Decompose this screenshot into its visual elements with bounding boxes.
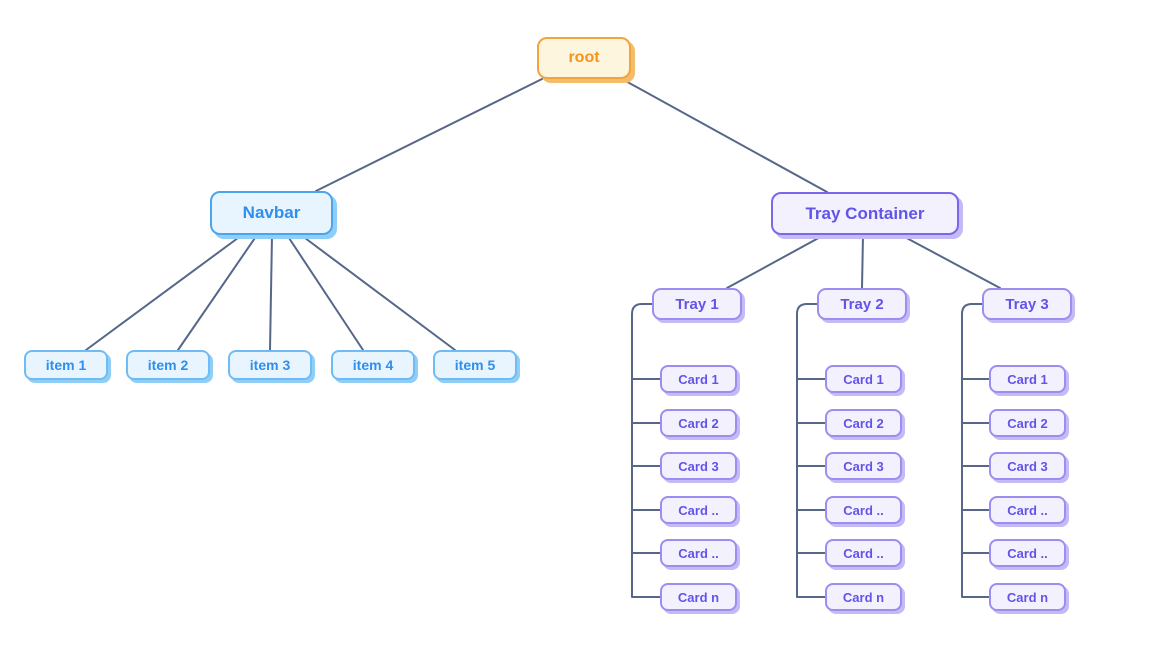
node-tray2-card-1[interactable]: Card 1 xyxy=(825,365,902,393)
node-tray3-card-3[interactable]: Card 3 xyxy=(989,452,1066,480)
node-root[interactable]: root xyxy=(537,37,631,79)
node-tray2-card-5[interactable]: Card .. xyxy=(825,539,902,567)
node-item-5[interactable]: item 5 xyxy=(433,350,517,380)
node-tray2-card-2[interactable]: Card 2 xyxy=(825,409,902,437)
node-tray1-card-1[interactable]: Card 1 xyxy=(660,365,737,393)
node-tray3-card-1[interactable]: Card 1 xyxy=(989,365,1066,393)
node-tray3-card-4[interactable]: Card .. xyxy=(989,496,1066,524)
edge-container-tray-3 xyxy=(900,234,1001,289)
edge-tray1-cards-trunk xyxy=(631,303,661,598)
edge-navbar-item-2 xyxy=(177,234,258,351)
node-tray-1[interactable]: Tray 1 xyxy=(652,288,742,320)
edge-container-tray-2 xyxy=(861,234,864,289)
node-navbar[interactable]: Navbar xyxy=(210,191,333,235)
node-tray1-card-4[interactable]: Card .. xyxy=(660,496,737,524)
edge-container-tray-1 xyxy=(726,234,825,289)
edge-tray3-cards-trunk xyxy=(961,303,990,598)
node-tray2-card-n[interactable]: Card n xyxy=(825,583,902,611)
node-item-1[interactable]: item 1 xyxy=(24,350,108,380)
node-tray-container[interactable]: Tray Container xyxy=(771,192,959,235)
node-item-3[interactable]: item 3 xyxy=(228,350,312,380)
node-tray2-card-4[interactable]: Card .. xyxy=(825,496,902,524)
edge-navbar-item-1 xyxy=(85,234,243,351)
node-item-4[interactable]: item 4 xyxy=(331,350,415,380)
node-tray3-card-n[interactable]: Card n xyxy=(989,583,1066,611)
node-item-2[interactable]: item 2 xyxy=(126,350,210,380)
edge-navbar-item-3 xyxy=(269,234,273,351)
node-tray2-card-3[interactable]: Card 3 xyxy=(825,452,902,480)
edge-tray2-cards-trunk xyxy=(796,303,826,598)
edge-root-tray-container xyxy=(621,78,828,193)
node-tray-2[interactable]: Tray 2 xyxy=(817,288,907,320)
node-tray1-card-5[interactable]: Card .. xyxy=(660,539,737,567)
edge-navbar-item-5 xyxy=(300,234,456,351)
edge-navbar-item-4 xyxy=(286,234,364,351)
node-tray3-card-2[interactable]: Card 2 xyxy=(989,409,1066,437)
node-tray3-card-5[interactable]: Card .. xyxy=(989,539,1066,567)
edge-root-navbar xyxy=(315,78,543,192)
node-tray1-card-2[interactable]: Card 2 xyxy=(660,409,737,437)
node-tray1-card-n[interactable]: Card n xyxy=(660,583,737,611)
node-tray-3[interactable]: Tray 3 xyxy=(982,288,1072,320)
node-tray1-card-3[interactable]: Card 3 xyxy=(660,452,737,480)
